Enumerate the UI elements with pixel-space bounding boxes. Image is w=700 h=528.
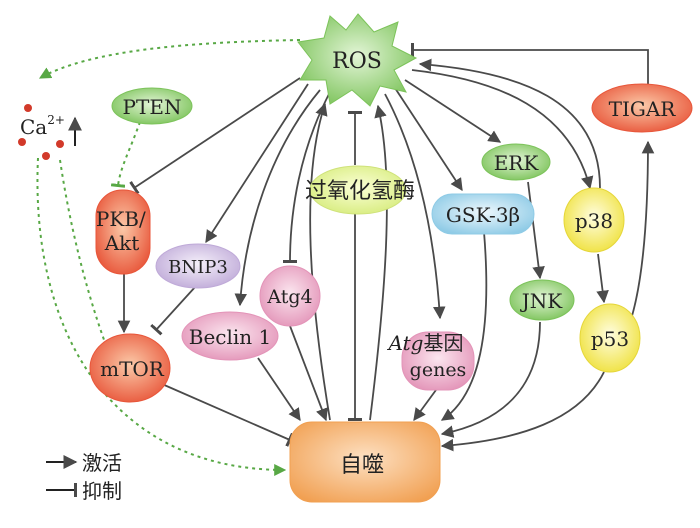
ros-star-shape bbox=[297, 13, 418, 107]
node-beclin1: Beclin 1 bbox=[181, 311, 279, 361]
gsk3b-label: GSK-3β bbox=[446, 203, 520, 227]
edge-p38-to-p53 bbox=[596, 253, 609, 304]
edge-ros-to-ca bbox=[38, 39, 301, 79]
beclin1-shape bbox=[181, 311, 279, 361]
node-pten: PTEN bbox=[111, 87, 193, 125]
pten-label: PTEN bbox=[123, 95, 182, 119]
edge-bnip3-inhibits-mtor bbox=[150, 285, 197, 336]
node-autophagy: 自噬 bbox=[289, 421, 441, 503]
edge-autophagy-to-ros-right bbox=[369, 104, 388, 421]
atg-genes-label-bottom: genes bbox=[410, 359, 467, 381]
atg4-shape bbox=[259, 265, 321, 327]
erk-shape bbox=[481, 143, 551, 181]
autophagy-label: 自噬 bbox=[340, 453, 384, 478]
edge-beclin1-to-autophagy bbox=[257, 357, 301, 422]
edge-atg-genes-to-autophagy bbox=[413, 389, 437, 422]
node-tigar: TIGAR bbox=[591, 83, 693, 133]
edge-p53-to-autophagy bbox=[440, 371, 605, 452]
edge-ros-inhibits-pkb bbox=[129, 77, 301, 195]
edge-tigar-inhibits-ros bbox=[411, 43, 649, 88]
edge-ros-to-bnip3 bbox=[205, 83, 309, 244]
edge-ros-to-beclin1 bbox=[234, 89, 321, 307]
atg-genes-shape bbox=[401, 331, 475, 391]
edge-ros-to-gsk3b bbox=[394, 87, 463, 192]
node-pkb-akt: PKB/ Akt bbox=[95, 189, 152, 275]
edge-jnk-to-autophagy bbox=[440, 321, 541, 438]
pten-shape bbox=[111, 87, 193, 125]
bnip3-label: BNIP3 bbox=[168, 257, 228, 278]
edge-p38-to-ros bbox=[418, 58, 601, 189]
edge-atg4-to-autophagy bbox=[289, 325, 328, 422]
autophagy-shape bbox=[289, 421, 441, 503]
p38-label: p38 bbox=[575, 209, 613, 233]
ca-dot bbox=[42, 152, 50, 160]
node-atg-genes: Atg基因 genes bbox=[387, 331, 475, 391]
p38-shape bbox=[563, 187, 625, 253]
edge-erk-to-jnk bbox=[527, 181, 545, 280]
node-bnip3: BNIP3 bbox=[155, 243, 241, 289]
node-p53: p53 bbox=[579, 303, 641, 373]
ca-dot bbox=[18, 138, 26, 146]
ca-dot bbox=[56, 140, 64, 148]
tigar-label: TIGAR bbox=[609, 97, 677, 121]
p53-shape bbox=[579, 303, 641, 373]
jnk-shape bbox=[509, 279, 575, 321]
jnk-label: JNK bbox=[520, 289, 564, 313]
p53-label: p53 bbox=[591, 327, 629, 351]
edge-autophagy-to-ros-left bbox=[309, 102, 331, 421]
pkb-akt-label: PKB/ Akt bbox=[96, 207, 152, 255]
mtor-label: mTOR bbox=[100, 357, 165, 381]
ros-label: ROS bbox=[332, 49, 382, 74]
node-gsk3b: GSK-3β bbox=[431, 193, 535, 235]
edge-pten-inhibits-pkb bbox=[110, 121, 141, 188]
node-erk: ERK bbox=[481, 143, 551, 181]
pkb-akt-shape bbox=[95, 189, 151, 275]
atg4-label: Atg4 bbox=[266, 286, 312, 308]
edges bbox=[36, 39, 655, 476]
edge-ros-to-p38 bbox=[411, 69, 594, 190]
ca-dot bbox=[24, 104, 32, 112]
node-ros: ROS bbox=[297, 13, 418, 107]
legend-inhibit-label: 抑制 bbox=[82, 479, 122, 503]
edge-p53-to-tigar bbox=[631, 140, 655, 317]
catalase-label: 过氧化氢酶 bbox=[305, 179, 415, 204]
edge-gsk3b-to-autophagy bbox=[440, 231, 488, 421]
catalase-shape bbox=[309, 165, 407, 215]
node-catalase: 过氧化氢酶 bbox=[305, 165, 415, 215]
legend-activate-label: 激活 bbox=[82, 451, 122, 475]
node-jnk: JNK bbox=[509, 279, 575, 321]
node-p38: p38 bbox=[563, 187, 625, 253]
atg-genes-label-top: Atg基因 bbox=[387, 331, 464, 355]
erk-label: ERK bbox=[494, 151, 540, 175]
edge-ros-to-erk bbox=[404, 79, 502, 143]
beclin1-label: Beclin 1 bbox=[189, 325, 272, 349]
gsk3b-shape bbox=[431, 193, 535, 235]
mtor-shape bbox=[89, 333, 171, 403]
ca-label: Ca2+ bbox=[20, 113, 65, 139]
edge-ros-to-atg-genes bbox=[384, 93, 446, 320]
node-mtor: mTOR bbox=[89, 333, 171, 403]
bnip3-shape bbox=[155, 243, 241, 289]
edge-mtor-inhibits-autophagy bbox=[161, 383, 294, 447]
node-atg4: Atg4 bbox=[259, 265, 321, 327]
legend: 激活 抑制 bbox=[46, 451, 122, 503]
tigar-shape bbox=[591, 83, 693, 133]
node-calcium: Ca2+ bbox=[18, 104, 82, 160]
